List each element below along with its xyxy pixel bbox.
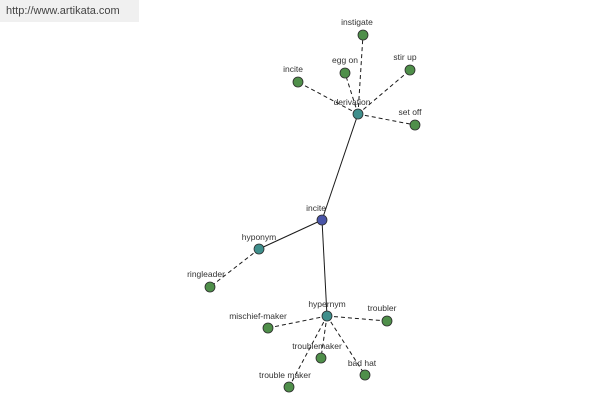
edge-hypernym-troubler: [326, 315, 388, 322]
node-set-off[interactable]: [409, 119, 421, 131]
node-label-bad-hat: bad hat: [348, 358, 377, 368]
edge-derivation-egg-on: [344, 72, 359, 115]
source-url-link[interactable]: http://www.artikata.com: [0, 0, 139, 22]
node-label-stir-up: stir up: [393, 52, 416, 62]
node-label-instigate: instigate: [341, 17, 373, 27]
node-stir-up[interactable]: [404, 64, 416, 76]
edge-hypernym-mischief-maker: [267, 315, 328, 329]
node-label-set-off: set off: [399, 107, 423, 117]
node-hypernym[interactable]: [321, 310, 333, 322]
node-label-derivation: derivation: [334, 97, 371, 107]
edge-derivation-incite-2: [297, 81, 359, 115]
node-label-mischief-maker: mischief-maker: [229, 311, 287, 321]
node-troublemaker[interactable]: [315, 352, 327, 364]
node-trouble-maker[interactable]: [283, 381, 295, 393]
edge-hypernym-troublemaker: [320, 315, 328, 359]
edge-hyponym-ringleader: [209, 248, 260, 288]
node-bad-hat[interactable]: [359, 369, 371, 381]
node-incite-2[interactable]: [292, 76, 304, 88]
graph-nodes: [204, 29, 421, 393]
node-label-egg-on: egg on: [332, 55, 358, 65]
node-ringleader[interactable]: [204, 281, 216, 293]
node-troubler[interactable]: [381, 315, 393, 327]
node-label-ringleader: ringleader: [187, 269, 225, 279]
node-instigate[interactable]: [357, 29, 369, 41]
node-label-incite-2: incite: [283, 64, 303, 74]
node-hyponym[interactable]: [253, 243, 265, 255]
node-label-hypernym: hypernym: [308, 299, 345, 309]
node-derivation[interactable]: [352, 108, 364, 120]
edge-incite-hypernym: [321, 219, 328, 317]
node-label-incite: incite: [306, 203, 326, 213]
edge-derivation-stir-up: [357, 69, 411, 115]
edge-derivation-instigate: [357, 34, 364, 115]
edge-hypernym-bad-hat: [326, 315, 366, 376]
node-mischief-maker[interactable]: [262, 322, 274, 334]
node-egg-on[interactable]: [339, 67, 351, 79]
edge-incite-hyponym: [258, 219, 323, 250]
graph-edges: [209, 34, 416, 388]
node-label-hyponym: hyponym: [242, 232, 277, 242]
node-label-troublemaker: troublemaker: [292, 341, 342, 351]
node-label-troubler: troubler: [368, 303, 397, 313]
edge-derivation-set-off: [357, 113, 416, 126]
graph-labels: incite derivation hyponym hypernym instigate…: [187, 17, 422, 380]
node-incite[interactable]: [316, 214, 328, 226]
edge-incite-derivation: [321, 113, 359, 221]
node-label-trouble-maker: trouble maker: [259, 370, 311, 380]
